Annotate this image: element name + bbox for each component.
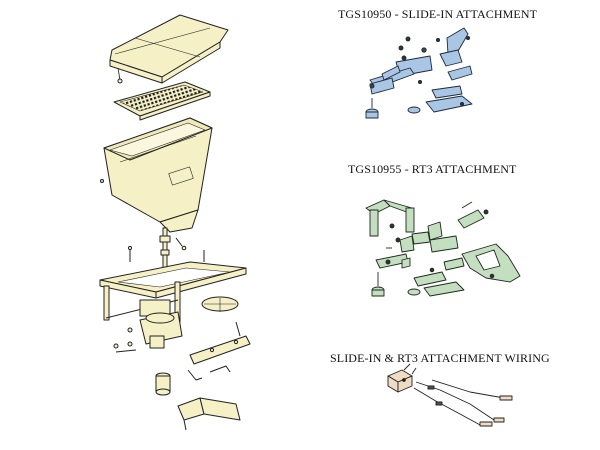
bracket-plate: [189, 321, 251, 365]
spinner-disk: [201, 296, 239, 312]
rt3-attachment: [365, 199, 521, 297]
slide-in-attachment-title: TGS10950 - SLIDE-IN ATTACHMENT: [338, 7, 538, 21]
slide-in-attachment: [365, 27, 473, 119]
motor-cup: [155, 372, 171, 396]
attachment-wiring-title: SLIDE-IN & RT3 ATTACHMENT WIRING: [330, 351, 550, 365]
wiring-harness: [387, 363, 513, 427]
rt3-attachment-title: TGS10955 - RT3 ATTACHMENT: [348, 162, 517, 176]
spinner-motor: [113, 311, 183, 353]
hopper-screen: [113, 81, 211, 121]
frame-hardware: [127, 237, 205, 262]
mount-bracket: [177, 397, 241, 431]
linkage-rods: [187, 365, 231, 381]
hopper-lid: [109, 14, 229, 84]
hopper-body: [100, 117, 213, 233]
spreader-frame: [99, 261, 247, 333]
spreader-assembly: [99, 14, 251, 431]
drive-shaft: [159, 227, 171, 271]
